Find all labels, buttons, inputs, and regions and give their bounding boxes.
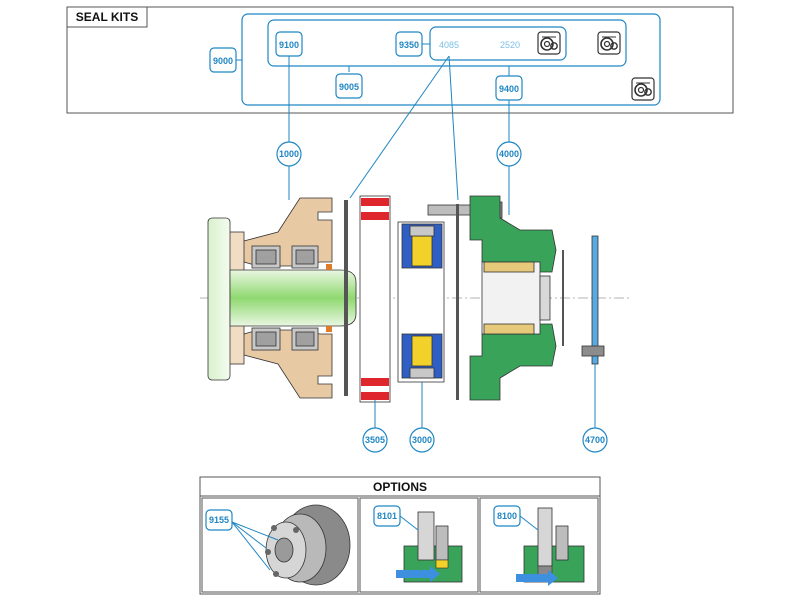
- cover-part-4700[interactable]: [581, 235, 605, 365]
- seal-kits-panel: SEAL KITS 9000 9100 9350 4085 2520 9005: [66, 6, 734, 114]
- tag-3505[interactable]: 3505: [362, 427, 388, 453]
- svg-text:4000: 4000: [499, 149, 519, 159]
- tag-4000[interactable]: 4000: [496, 141, 522, 167]
- option-8100-image: [516, 507, 585, 586]
- main-assembly: [200, 195, 630, 428]
- seal-part-3505[interactable]: [359, 195, 391, 403]
- options-panel: OPTIONS 9155: [199, 476, 601, 595]
- tag-9350[interactable]: 9350: [395, 31, 423, 57]
- kit-9005-bracket: [267, 19, 627, 67]
- tag-9000[interactable]: 9000: [209, 47, 237, 73]
- seal-kit-icon[interactable]: [597, 31, 621, 55]
- svg-text:3000: 3000: [412, 435, 432, 445]
- o-ring-seal: [344, 200, 348, 396]
- spindle-shaft: [207, 217, 357, 381]
- option-8101-cell[interactable]: 8101: [359, 497, 479, 593]
- tag-9400[interactable]: 9400: [495, 75, 523, 101]
- option-9155-cell[interactable]: 9155: [201, 497, 359, 593]
- tag-9100[interactable]: 9100: [275, 31, 303, 57]
- tag-3000[interactable]: 3000: [409, 427, 435, 453]
- svg-text:9000: 9000: [213, 56, 233, 66]
- svg-text:9400: 9400: [499, 84, 519, 94]
- seal-kit-icon[interactable]: [631, 77, 655, 101]
- svg-text:4700: 4700: [585, 435, 605, 445]
- seal-kits-title-box: [66, 6, 148, 28]
- svg-text:9155: 9155: [209, 515, 229, 525]
- svg-text:3505: 3505: [365, 435, 385, 445]
- svg-text:9005: 9005: [339, 82, 359, 92]
- leader-lines: [288, 55, 510, 215]
- option-8101-image: [396, 511, 463, 583]
- svg-text:1000: 1000: [279, 149, 299, 159]
- bearing-part-3000[interactable]: [397, 221, 445, 383]
- svg-text:8101: 8101: [377, 511, 397, 521]
- svg-text:9350: 9350: [399, 40, 419, 50]
- hub-bearing-top: [251, 245, 332, 270]
- seal-kit-icon[interactable]: [537, 31, 561, 55]
- tag-9005[interactable]: 9005: [335, 73, 363, 99]
- wheel-hub-image: [265, 504, 351, 586]
- spacer-plate: [456, 204, 459, 400]
- housing-part-4000[interactable]: [469, 195, 557, 401]
- seal-kits-title: SEAL KITS: [76, 10, 138, 24]
- svg-text:9100: 9100: [279, 40, 299, 50]
- options-title: OPTIONS: [373, 480, 427, 494]
- label-4085[interactable]: 4085: [439, 40, 459, 50]
- option-8100-cell[interactable]: 8100: [479, 497, 599, 593]
- tag-4700[interactable]: 4700: [582, 427, 608, 453]
- cover-line: [562, 250, 564, 346]
- hub-bearing-bottom: [251, 326, 332, 351]
- label-2520[interactable]: 2520: [500, 40, 520, 50]
- seal-kits-frame: [66, 6, 734, 114]
- svg-text:8100: 8100: [497, 511, 517, 521]
- tag-1000[interactable]: 1000: [276, 141, 302, 167]
